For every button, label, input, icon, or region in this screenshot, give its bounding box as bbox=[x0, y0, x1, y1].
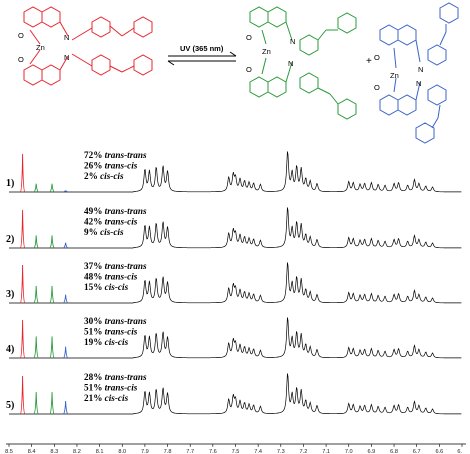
composition-text: 37% trans-trans bbox=[84, 261, 147, 271]
o-atom-label: O bbox=[18, 55, 24, 64]
zn-atom-label: Zn bbox=[390, 71, 399, 80]
spectrum-label: 1) bbox=[6, 178, 14, 189]
spectrum-label: 3) bbox=[6, 289, 14, 300]
n-atom-label: N bbox=[418, 65, 423, 74]
o-atom-label: O bbox=[374, 53, 380, 62]
axis-tick-label: 6.7 bbox=[413, 449, 421, 454]
axis-tick-label: 7.0 bbox=[345, 449, 353, 454]
n-atom-label: N bbox=[288, 59, 293, 68]
spectrum-label: 5) bbox=[6, 400, 14, 411]
axis-tick-label: 6.6 bbox=[435, 449, 443, 454]
trans-trans-complex: Zn O O N N bbox=[18, 6, 153, 86]
o-atom-label: O bbox=[374, 83, 380, 92]
composition-text: 72% trans-trans bbox=[84, 150, 147, 160]
n-atom-label: N bbox=[64, 53, 69, 62]
spectrum-label: 4) bbox=[6, 344, 14, 355]
cis-cis-complex: Zn O O N N bbox=[374, 2, 459, 144]
axis-tick-label: 7.1 bbox=[322, 449, 330, 454]
trans-cis-peak bbox=[33, 336, 39, 359]
equilibrium-arrow: UV (365 nm) bbox=[167, 44, 237, 66]
axis-tick-label: 6.9 bbox=[368, 449, 376, 454]
composition-text: 42% trans-cis bbox=[84, 217, 138, 227]
composition-text: 21% cis-cis bbox=[84, 393, 129, 403]
arrow-label: UV (365 nm) bbox=[180, 44, 224, 53]
composition-text: 48% trans-cis bbox=[84, 272, 138, 282]
trans-cis-peak bbox=[49, 183, 55, 193]
composition-text: 9% cis-cis bbox=[84, 227, 124, 237]
spectrum-trace bbox=[9, 373, 462, 415]
composition-text: 49% trans-trans bbox=[84, 206, 147, 216]
cis-cis-peak bbox=[63, 190, 69, 193]
zn-atom-label: Zn bbox=[36, 43, 45, 52]
trans-cis-peak bbox=[49, 235, 55, 249]
axis-tick-label: 7.9 bbox=[141, 449, 149, 454]
axis-tick-label: 6.8 bbox=[390, 449, 398, 454]
trans-cis-peak bbox=[33, 391, 39, 415]
cis-cis-peak bbox=[63, 346, 69, 359]
trans-cis-peak bbox=[49, 285, 55, 304]
axis-tick-label: 7.3 bbox=[277, 449, 285, 454]
o-atom-label: O bbox=[246, 65, 252, 74]
trans-cis-peak bbox=[33, 183, 39, 193]
axis-tick-label: 7.7 bbox=[186, 449, 194, 454]
cis-cis-peak bbox=[63, 242, 69, 249]
composition-text: 51% trans-cis bbox=[84, 383, 138, 393]
axis-tick-label: 7.4 bbox=[254, 449, 262, 454]
composition-text: 19% cis-cis bbox=[84, 337, 129, 347]
spectrum-label: 2) bbox=[6, 234, 14, 245]
composition-text: 30% trans-trans bbox=[84, 316, 147, 326]
trans-trans-peak bbox=[19, 319, 26, 359]
axis-tick-label: 8.3 bbox=[50, 449, 58, 454]
axis-tick-label: 7.2 bbox=[300, 449, 308, 454]
cis-cis-peak bbox=[63, 401, 69, 415]
o-atom-label: O bbox=[18, 31, 24, 40]
reaction-scheme: Zn O O N N UV (365 nm) bbox=[18, 2, 459, 144]
axis-tick-label: 7.5 bbox=[232, 449, 240, 454]
trans-cis-complex: Zn O O N N bbox=[246, 6, 357, 120]
axis-tick-label: 8.2 bbox=[73, 449, 81, 454]
axis-tick-label: 6. bbox=[457, 449, 462, 454]
axis-tick-label: 8.1 bbox=[96, 449, 104, 454]
composition-text: 26% trans-cis bbox=[84, 161, 138, 171]
n-atom-label: N bbox=[416, 79, 421, 88]
cis-cis-peak bbox=[63, 294, 69, 304]
plus-sign: + bbox=[366, 56, 372, 67]
spectrum-trace bbox=[9, 317, 462, 359]
spectrum-trace bbox=[9, 262, 462, 304]
trans-trans-peak bbox=[19, 209, 26, 249]
composition-text: 51% trans-cis bbox=[84, 327, 138, 337]
spectrum-trace bbox=[9, 151, 462, 193]
trans-trans-peak bbox=[19, 375, 26, 415]
ppm-axis: 8.5 8.4 8.3 8.2 8.1 8.0 7.9 7.8 7.7 7.6 7.5 7.4 7.3 7… bbox=[5, 443, 466, 454]
trans-trans-peak bbox=[19, 264, 26, 304]
spectrum-trace bbox=[9, 207, 462, 249]
trans-cis-peak bbox=[49, 391, 55, 415]
n-atom-label: N bbox=[64, 33, 69, 42]
trans-cis-peak bbox=[33, 235, 39, 249]
n-atom-label: N bbox=[290, 37, 295, 46]
axis-tick-label: 8.0 bbox=[118, 449, 126, 454]
axis-tick-label: 7.6 bbox=[209, 449, 217, 454]
trans-cis-peak bbox=[49, 336, 55, 359]
composition-text: 28% trans-trans bbox=[84, 372, 147, 382]
axis-tick-label: 8.5 bbox=[5, 449, 13, 454]
trans-cis-peak bbox=[33, 285, 39, 304]
axis-tick-label: 8.4 bbox=[28, 449, 36, 454]
trans-trans-peak bbox=[19, 153, 26, 193]
o-atom-label: O bbox=[246, 33, 252, 42]
axis-tick-label: 7.8 bbox=[164, 449, 172, 454]
composition-text: 2% cis-cis bbox=[84, 171, 124, 181]
composition-text: 15% cis-cis bbox=[84, 282, 129, 292]
zn-atom-label: Zn bbox=[262, 47, 271, 56]
